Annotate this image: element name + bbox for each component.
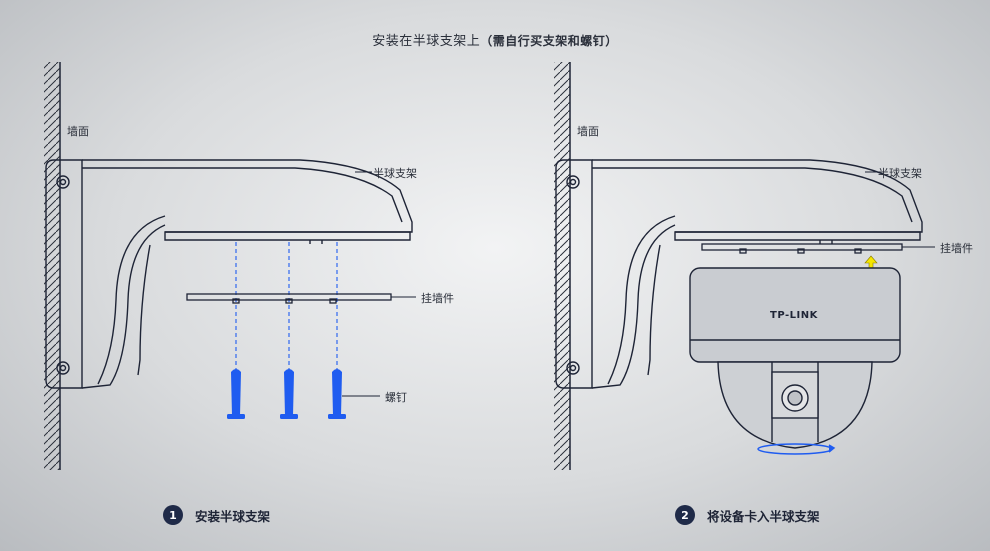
left-mount-label: 挂墙件 [421, 292, 454, 305]
step-label: 安装半球支架 [195, 508, 271, 524]
rotate-arrow-icon [757, 443, 836, 455]
step-number-badge: 2 [675, 505, 695, 525]
step-number-badge: 1 [163, 505, 183, 525]
right-bracket [555, 159, 923, 389]
right-mount-label: 挂墙件 [940, 242, 973, 255]
step-label: 将设备卡入半球支架 [707, 508, 820, 524]
step-2: 2 将设备卡入半球支架 [675, 505, 820, 525]
left-wall [44, 62, 61, 470]
screw-icon [328, 369, 346, 419]
left-wall-label: 墙面 [67, 125, 89, 138]
dome-camera [689, 267, 901, 449]
brand-logo: TP-LINK [770, 310, 818, 321]
right-wall-mount [701, 243, 903, 254]
title-main: 安装在半球支架上 [372, 34, 481, 49]
left-guides [235, 242, 338, 372]
left-bracket [45, 159, 413, 389]
right-wall [554, 62, 571, 470]
screw-icon [227, 369, 245, 419]
left-bracket-label: 半球支架 [373, 167, 417, 180]
screw-label: 螺钉 [385, 391, 407, 404]
right-wall-label: 墙面 [577, 125, 599, 138]
right-bracket-label: 半球支架 [878, 167, 922, 180]
screw-icon [280, 369, 298, 419]
page-title: 安装在半球支架上（需自行买支架和螺钉） [0, 30, 990, 49]
step-1: 1 安装半球支架 [163, 505, 270, 525]
title-sub: （需自行买支架和螺钉） [480, 34, 618, 48]
